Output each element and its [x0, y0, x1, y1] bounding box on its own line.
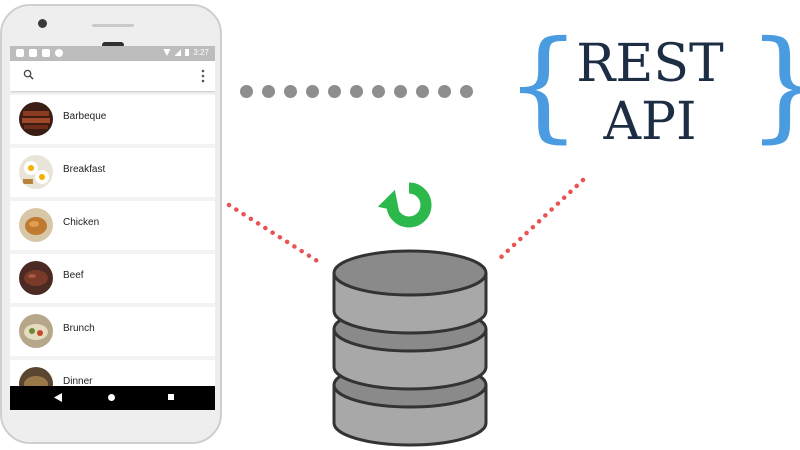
- notification-icon: [29, 49, 37, 57]
- more-vert-icon[interactable]: [201, 69, 205, 83]
- beef-photo-icon: [19, 261, 53, 295]
- left-brace-icon: {: [505, 16, 582, 155]
- connector-dot: [460, 85, 473, 98]
- search-icon[interactable]: [23, 69, 34, 80]
- connector-dot: [262, 85, 275, 98]
- connector-dot: [438, 85, 451, 98]
- recents-icon[interactable]: [168, 394, 174, 400]
- list-item[interactable]: Chicken: [10, 201, 215, 250]
- barbeque-photo-icon: [19, 102, 53, 136]
- brunch-photo-icon: [19, 314, 53, 348]
- connector-dot: [306, 85, 319, 98]
- status-bar: 3:27: [10, 46, 215, 61]
- rest-api-label: { REST API }: [505, 26, 800, 166]
- phone-mockup: 3:27 Barbeque: [0, 4, 222, 444]
- api-connector-dots: [240, 85, 473, 98]
- battery-icon: [185, 49, 190, 56]
- list-item[interactable]: Brunch: [10, 307, 215, 356]
- api-label-line1: REST: [576, 34, 724, 94]
- database-icon: [332, 249, 488, 447]
- connector-dot: [372, 85, 385, 98]
- connector-dot: [416, 85, 429, 98]
- api-label-line2: API: [603, 92, 697, 152]
- list-item[interactable]: Barbeque: [10, 95, 215, 144]
- list-item-label: Beef: [63, 270, 84, 281]
- connector-dot: [284, 85, 297, 98]
- list-item[interactable]: Beef: [10, 254, 215, 303]
- connector-dot: [350, 85, 363, 98]
- front-camera: [38, 19, 47, 28]
- chicken-photo-icon: [19, 208, 53, 242]
- wifi-icon: [163, 49, 171, 56]
- status-time: 3:27: [193, 48, 209, 57]
- settings-icon: [16, 49, 24, 57]
- earpiece-speaker: [92, 24, 134, 27]
- home-icon[interactable]: [108, 394, 115, 401]
- list-item-label: Barbeque: [63, 111, 107, 122]
- phone-to-database-connector: [226, 202, 325, 267]
- api-to-database-connector: [495, 177, 586, 263]
- list-item-label: Dinner: [63, 376, 93, 387]
- back-icon[interactable]: [54, 393, 62, 402]
- navigation-bar: [10, 386, 215, 410]
- connector-dot: [328, 85, 341, 98]
- list-item-label: Chicken: [63, 217, 100, 228]
- breakfast-photo-icon: [19, 155, 53, 189]
- connector-dot: [240, 85, 253, 98]
- status-notification-icons: [16, 49, 63, 57]
- right-brace-icon: }: [747, 26, 800, 146]
- search-bar[interactable]: [10, 61, 215, 91]
- sync-status-icon: [55, 49, 63, 57]
- phone-sensor: [102, 42, 124, 48]
- connector-dot: [394, 85, 407, 98]
- list-item[interactable]: Breakfast: [10, 148, 215, 197]
- phone-screen: 3:27 Barbeque: [10, 46, 215, 410]
- signal-icon: [174, 49, 182, 56]
- list-item-label: Breakfast: [63, 164, 106, 175]
- status-system-icons: 3:27: [163, 48, 209, 57]
- sync-icon: [378, 182, 432, 228]
- category-list: Barbeque Breakfast Chicken: [10, 95, 215, 410]
- sd-card-icon: [42, 49, 50, 57]
- list-item-label: Brunch: [63, 323, 95, 334]
